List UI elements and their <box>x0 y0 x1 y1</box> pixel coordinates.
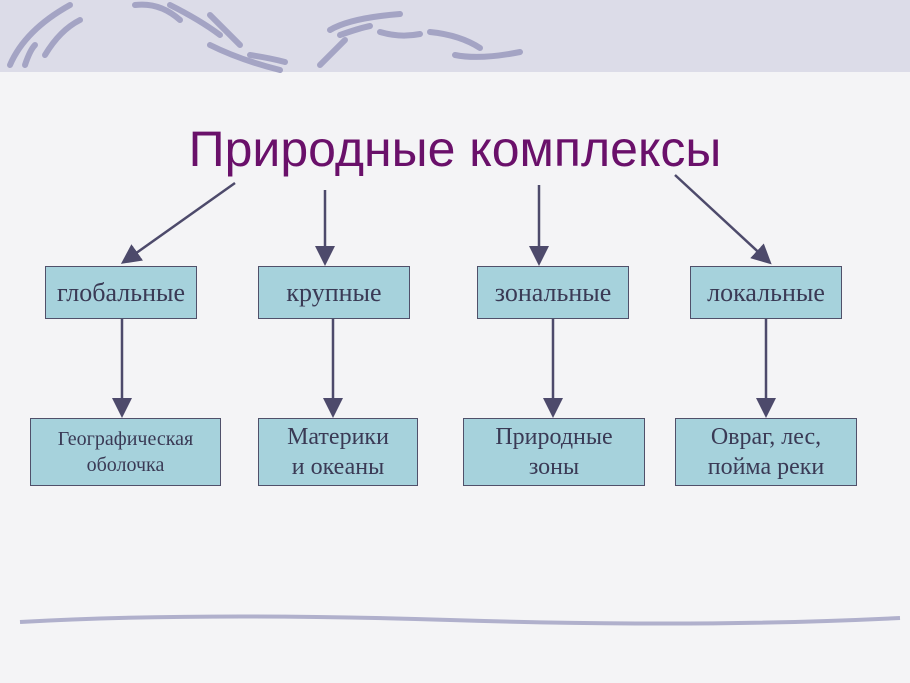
diagram-title: Природные комплексы <box>188 121 722 177</box>
example-local: Овраг, лес, пойма реки <box>675 418 857 486</box>
category-local: локальные <box>690 266 842 319</box>
example-large: Материки и океаны <box>258 418 418 486</box>
example-global: Географическая оболочка <box>30 418 221 486</box>
example-zonal: Природные зоны <box>463 418 645 486</box>
bottom-wave-line <box>19 614 901 626</box>
arrows <box>112 174 776 418</box>
brush-strokes <box>7 1 523 73</box>
category-zonal: зональные <box>477 266 629 319</box>
category-large: крупные <box>258 266 410 319</box>
category-global: глобальные <box>45 266 197 319</box>
